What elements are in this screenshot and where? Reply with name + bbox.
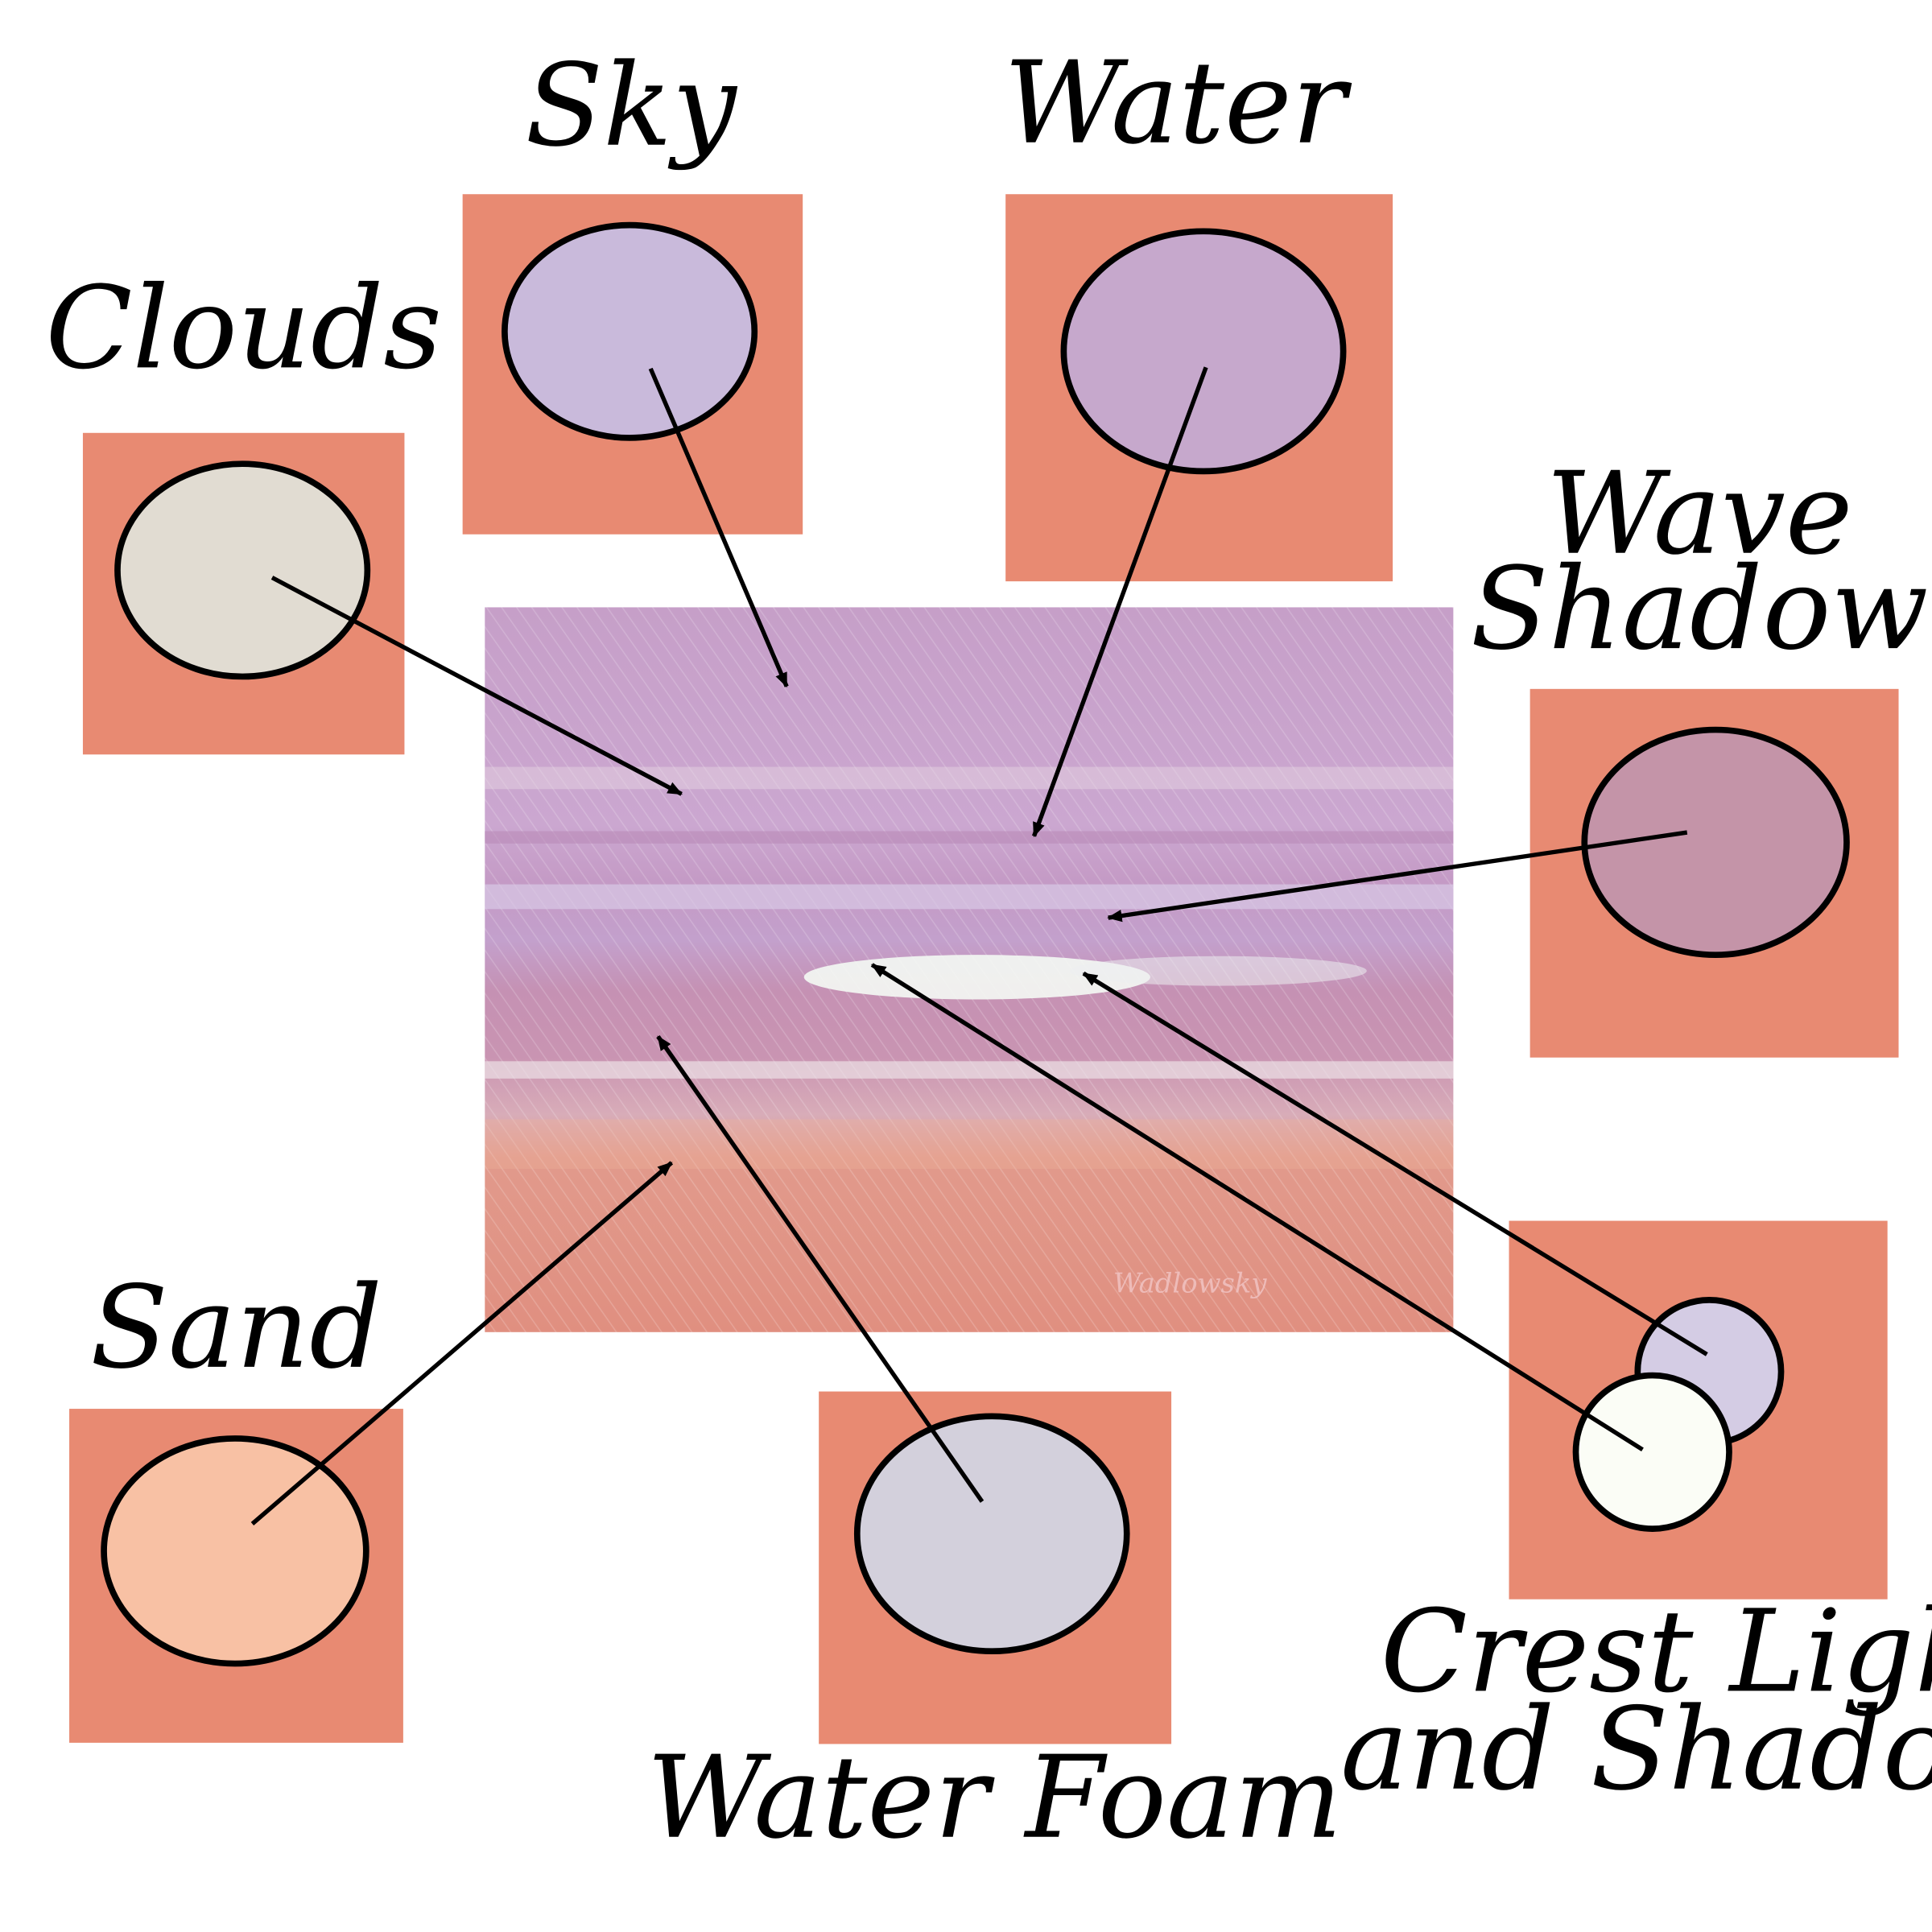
arrow-wave-shadow: [1107, 830, 1688, 923]
arrow-crest-shadow: [1082, 971, 1708, 1356]
clouds-color-dot: [114, 460, 371, 680]
seascape-painting: Wadlowsky: [485, 607, 1454, 1332]
label-wave-shadow-line2: Shadow: [1471, 543, 1929, 675]
crest-light-color-dot: [1572, 1372, 1732, 1532]
swatch-wave-shadow: [1530, 688, 1899, 1058]
label-wave-shadow-line1: Wave: [1546, 448, 1853, 580]
cloud-band: [485, 766, 1454, 790]
arrow-sand: [250, 1161, 674, 1525]
label-crest-line1: Crest Light: [1381, 1586, 1932, 1718]
wave-shadow-color-dot: [1581, 726, 1850, 959]
horizon-band: [485, 831, 1454, 844]
water-light-band: [485, 884, 1454, 910]
shore-foam-band: [485, 1061, 1454, 1079]
label-sky: Sky: [525, 40, 737, 172]
sky-color-dot: [502, 221, 758, 441]
labels: Sky Water Clouds Wave Shadow Sand Water …: [45, 38, 1932, 1864]
arrow-water: [1031, 366, 1208, 838]
swatch-water: [1005, 194, 1393, 582]
arrow-water-foam: [656, 1035, 985, 1503]
swatch-sky: [462, 194, 803, 535]
arrow-clouds: [270, 576, 683, 796]
wave-foam-crest-right: [1070, 956, 1367, 986]
arrows: [250, 366, 1708, 1525]
swatch-crest: [1509, 1220, 1888, 1600]
water-color-dot: [1060, 228, 1347, 475]
water-foam-color-dot: [853, 1413, 1130, 1655]
sand-color-dot: [101, 1435, 369, 1667]
arrow-crest-light: [870, 963, 1644, 1452]
swatch-clouds: [82, 432, 405, 755]
wave-foam-crest: [803, 955, 1150, 1000]
label-crest-line2: and Shadow: [1340, 1684, 1932, 1816]
label-water-foam: Water Foam: [646, 1732, 1342, 1864]
sand-warm-band: [485, 1119, 1454, 1169]
painting-signature: Wadlowsky: [1113, 1268, 1267, 1299]
label-sand: Sand: [90, 1262, 382, 1394]
label-water: Water: [1004, 38, 1352, 170]
swatch-water-foam: [819, 1391, 1172, 1744]
label-clouds: Clouds: [45, 262, 442, 394]
swatch-sand: [69, 1409, 403, 1743]
arrow-sky: [648, 367, 789, 688]
